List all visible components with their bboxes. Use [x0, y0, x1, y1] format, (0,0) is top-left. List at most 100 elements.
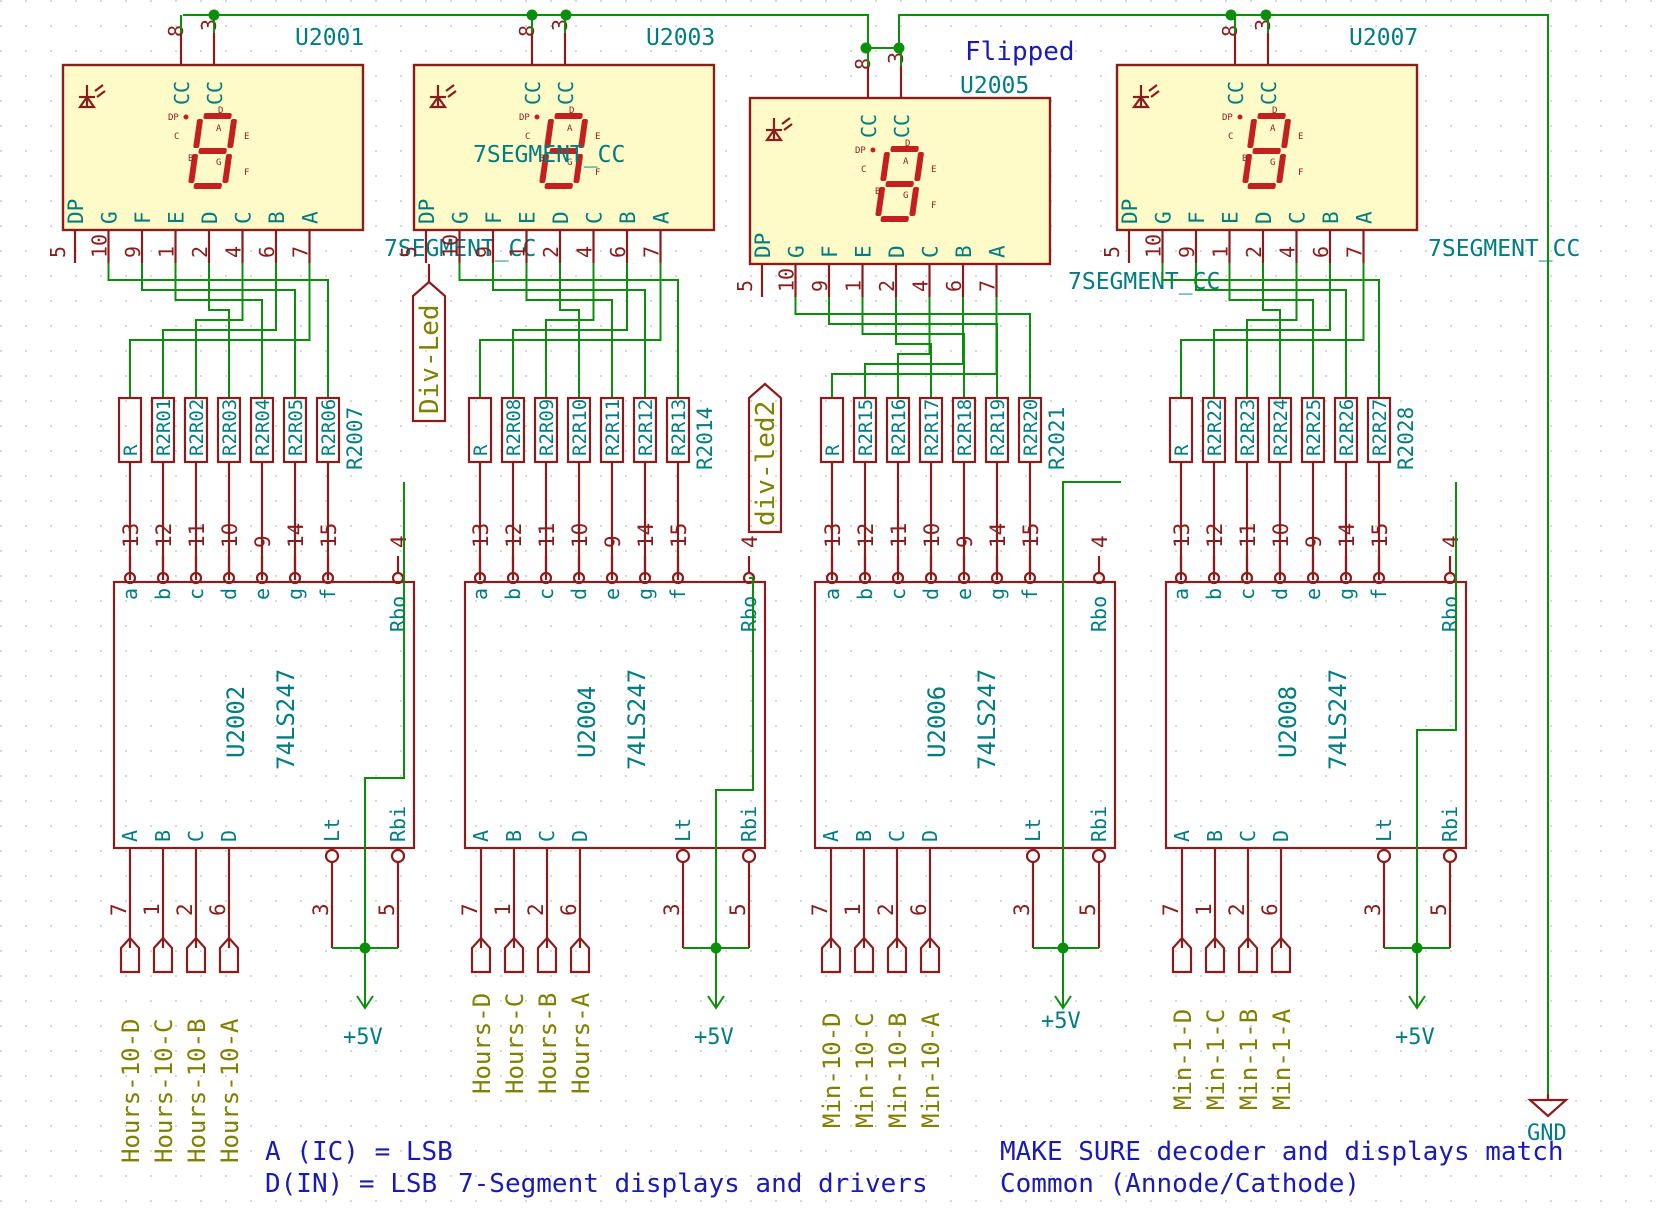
segment-letter: D — [218, 106, 223, 116]
pin-name: b — [151, 588, 175, 600]
note-lsb-in: D(IN) = LSB — [265, 1169, 437, 1199]
segment-wiring — [794, 297, 1031, 398]
pin-number: 11 — [185, 523, 209, 548]
pin-number: 10 — [439, 234, 463, 258]
segment-letter: F — [595, 168, 600, 178]
div-led-label: Div-Led — [411, 264, 447, 423]
bcd-input: Hours-B — [534, 993, 562, 1094]
pin-name: a — [1169, 588, 1193, 600]
pin-name: c — [1235, 588, 1259, 600]
segment-letter: F — [244, 168, 249, 178]
segment-letter: C — [861, 165, 866, 175]
pin-number: 1 — [506, 246, 530, 258]
pin-name: Rbo — [737, 596, 761, 632]
pin-name: e — [952, 588, 976, 600]
pin-name: Lt — [1372, 818, 1396, 842]
pin-name: b — [1202, 588, 1226, 600]
gnd-label: GND — [1527, 1121, 1567, 1146]
pin-name: G — [449, 211, 473, 224]
note-match: MAKE SURE decoder and displays match — [1000, 1137, 1564, 1167]
note-common: Common (Annode/Cathode) — [1000, 1169, 1360, 1199]
pin-number: 4 — [1276, 246, 1300, 258]
segment-letter: F — [931, 201, 936, 211]
pin-name: E — [852, 245, 876, 258]
resistor-ref: R2R24 — [1270, 399, 1292, 456]
segment-letter: B — [539, 154, 544, 164]
pin-number: 7 — [1343, 246, 1367, 258]
segment-digit-icon — [1242, 113, 1291, 189]
bcd-input: Min-10-B — [884, 1012, 912, 1128]
pin-name: C — [1236, 830, 1260, 842]
gnd-symbol: GND — [1527, 1094, 1569, 1146]
pin-name: d — [217, 588, 241, 600]
pin-name: C — [583, 211, 607, 224]
pin-name: c — [886, 588, 910, 600]
pin-number: 13 — [1170, 523, 1194, 548]
pin-name: G — [1152, 211, 1176, 224]
resistor-ref: R — [470, 444, 492, 456]
pin-number: 5 — [46, 246, 70, 258]
led-icon — [77, 84, 106, 109]
segment-letter: DP — [168, 113, 179, 123]
pin-number: 7 — [458, 903, 482, 916]
resistor-ref: R2R20 — [1020, 399, 1042, 456]
pin-name: D — [918, 830, 942, 842]
segment-letter: DP — [855, 146, 866, 156]
pin-number: 5 — [375, 903, 399, 916]
pin-name: F — [131, 211, 155, 224]
pin-name: CC — [170, 81, 194, 105]
pin-number: 9 — [601, 535, 625, 548]
decoder-ref: U2008 — [1274, 686, 1302, 758]
pin-number: 9 — [251, 535, 275, 548]
resistor-ref: R — [120, 444, 142, 456]
pin-number: 6 — [255, 246, 279, 258]
pin-number: 14 — [634, 523, 658, 548]
segment-letter: B — [875, 187, 880, 197]
seven-segment-display: 8CC3CCDPABCDEFGDP5G10F9E1D2C4B6A7U20057S… — [733, 37, 1220, 297]
decoder-ref: U2004 — [573, 686, 601, 758]
pin-name: Rbi — [1087, 806, 1111, 842]
resistor-ref: R2R03 — [219, 399, 241, 456]
decoder-value: 74LS247 — [272, 669, 300, 770]
segment-letter: E — [1298, 132, 1303, 142]
pin-number: 4 — [222, 246, 246, 258]
pin-name: D — [198, 211, 222, 224]
pin-number: 2 — [524, 903, 548, 916]
resistor-ref: R2R15 — [855, 399, 877, 456]
segment-letter: A — [1270, 124, 1276, 134]
display-value: 7SEGMENT_CC — [1068, 269, 1220, 295]
pin-name: e — [1301, 588, 1325, 600]
bcd-input: Hours-10-D — [117, 1019, 145, 1164]
pin-number: 5 — [733, 280, 757, 292]
pin-number: 9 — [1302, 535, 1326, 548]
pin-number: 8 — [1218, 25, 1242, 37]
note-lsb-ic: A (IC) = LSB — [265, 1137, 453, 1167]
flipped-note: Flipped — [965, 37, 1075, 67]
pin-name: f — [1018, 588, 1042, 600]
seven-segment-display: 8CC3CCDPABCDEFGDP5G10F9E1D2C4B6A7U20077S… — [1100, 15, 1580, 263]
pin-number: 2 — [539, 246, 563, 258]
pin-name: g — [1334, 588, 1358, 600]
segment-letter: G — [1270, 158, 1275, 168]
pin-number: 4 — [573, 246, 597, 258]
pin-number: 7 — [289, 246, 313, 258]
pin-name: B — [502, 830, 526, 842]
pin-name: A — [1170, 830, 1194, 842]
pin-number: 9 — [1175, 246, 1199, 258]
bcd-input: Hours-10-B — [183, 1019, 211, 1164]
seven-segment-display: 8CC3CCDPABCDEFGDP5G10F9E1D2C4B6A7U20037S… — [397, 15, 715, 263]
resistor-ref: R2R23 — [1237, 399, 1259, 456]
pin-number: 7 — [107, 903, 131, 916]
pin-number: 3 — [309, 903, 333, 916]
vcc-label: +5V — [1041, 1009, 1081, 1034]
pin-number: 8 — [164, 25, 188, 37]
led-icon — [764, 117, 793, 142]
segment-letter: DP — [1222, 113, 1233, 123]
pin-name: CC — [890, 114, 914, 138]
resistor-ref: R2021 — [1045, 407, 1069, 470]
pin-name: b — [853, 588, 877, 600]
pin-name: C — [184, 830, 208, 842]
